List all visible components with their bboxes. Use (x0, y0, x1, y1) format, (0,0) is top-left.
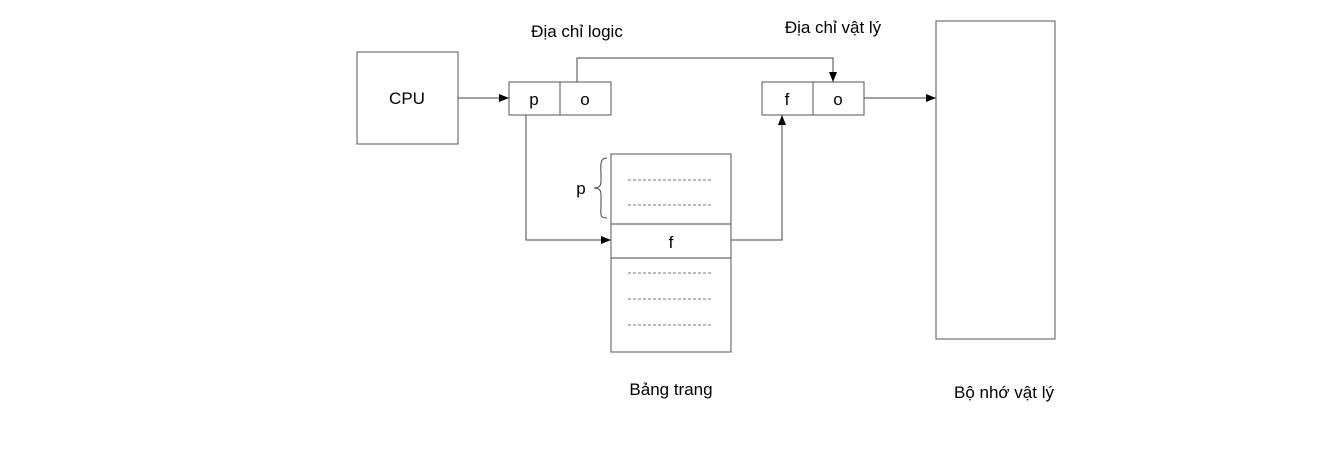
logical-offset-cell (559, 81, 612, 116)
physical-offset-label: o (833, 90, 842, 109)
logical-address-title: Địa chỉ logic (531, 22, 623, 41)
logical-page-cell (508, 81, 561, 116)
physical-memory (935, 20, 1056, 340)
physical-offset-cell (812, 81, 865, 116)
logical-offset-label: o (580, 90, 589, 109)
logical-page-label: p (529, 90, 538, 109)
physical-address-register: f o (761, 81, 865, 116)
cpu-label: CPU (389, 89, 425, 108)
frame-to-physical-arrow (731, 115, 786, 241)
page-table: f (610, 153, 732, 353)
page-table-caption: Bảng trang (629, 380, 712, 399)
logical-address-register: p o (508, 81, 612, 116)
offset-copy-arrow (576, 57, 837, 82)
page-index-brace (593, 157, 608, 219)
cpu-box: CPU (356, 51, 459, 145)
page-index-label: p (576, 179, 585, 198)
physical-address-title: Địa chỉ vật lý (785, 18, 882, 37)
page-table-entry-label: f (669, 233, 674, 252)
physical-memory-caption: Bộ nhớ vật lý (954, 383, 1054, 402)
page-to-table-arrow (525, 115, 611, 244)
physical-frame-label: f (785, 90, 790, 109)
